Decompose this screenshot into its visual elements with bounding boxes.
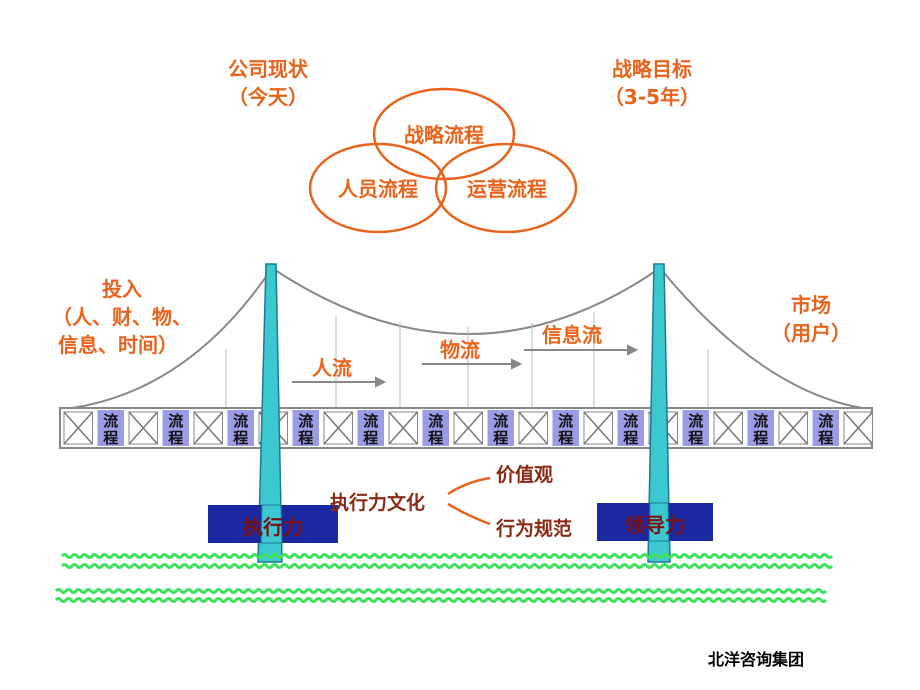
venn-circle-operations	[434, 142, 578, 234]
process-cell-bottom: 程	[818, 429, 833, 447]
process-cell: 流程	[812, 410, 839, 447]
process-cell: 流程	[487, 410, 514, 447]
input-title: 投入	[102, 277, 142, 301]
process-cell-top: 流	[168, 412, 183, 430]
deck-cross-brace	[713, 411, 744, 445]
deck-cross-brace	[843, 411, 874, 445]
process-cell-top: 流	[363, 412, 378, 430]
market-title: 市场	[791, 293, 831, 317]
venn-label-strategy: 战略流程	[404, 123, 484, 147]
venn-label-people: 人员流程	[338, 177, 418, 201]
process-cell-top: 流	[493, 412, 508, 430]
process-cell: 流程	[357, 410, 384, 447]
deck-cross-brace	[453, 411, 484, 445]
process-cell-top: 流	[688, 412, 703, 430]
leadership-label: 领导力	[625, 513, 685, 537]
wave-line	[54, 597, 828, 603]
culture-branches	[447, 476, 491, 526]
process-cell-top: 流	[428, 412, 443, 430]
process-cell-top: 流	[233, 412, 248, 430]
culture-center-label: 执行力文化	[330, 492, 426, 514]
wave-line	[60, 563, 834, 569]
process-cell-bottom: 程	[103, 429, 118, 447]
culture-values-label: 价值观	[496, 464, 554, 486]
process-cell-bottom: 程	[623, 429, 638, 447]
current-state-sub: （今天）	[228, 85, 308, 109]
wave-line	[60, 553, 834, 559]
flow-label-material: 物流	[440, 338, 480, 362]
process-cell-bottom: 程	[688, 429, 703, 447]
process-cell: 流程	[292, 410, 319, 447]
right-tower	[647, 263, 671, 563]
deck-cross-brace	[778, 411, 809, 445]
deck-cross-brace	[128, 411, 159, 445]
deck-cross-brace	[518, 411, 549, 445]
process-cell: 流程	[227, 410, 254, 447]
process-cell-bottom: 程	[298, 429, 313, 447]
venn-circle-people	[308, 142, 448, 234]
execution-label: 执行力	[243, 515, 303, 539]
culture-norms-label: 行为规范	[496, 518, 573, 540]
process-cell-top: 流	[103, 412, 118, 430]
flow-label-people: 人流	[312, 356, 352, 380]
process-cell-bottom: 程	[428, 429, 443, 447]
deck-cross-brace	[583, 411, 614, 445]
hangers	[225, 312, 709, 408]
process-cell-bottom: 程	[363, 429, 378, 447]
process-cell-top: 流	[818, 412, 833, 430]
input-line2: （人、财、物、	[52, 305, 192, 329]
flow-label-info: 信息流	[542, 323, 602, 347]
process-cell: 流程	[747, 410, 774, 447]
process-cell-bottom: 程	[558, 429, 573, 447]
flow-arrows	[292, 344, 639, 388]
strategic-goal-title: 战略目标	[612, 57, 692, 81]
deck-cross-brace	[193, 411, 224, 445]
process-cell-bottom: 程	[233, 429, 248, 447]
input-line3: 信息、时间）	[58, 333, 178, 357]
process-cell-bottom: 程	[753, 429, 768, 447]
left-tower	[257, 263, 283, 563]
wave-line	[54, 588, 828, 594]
process-cell-top: 流	[623, 412, 638, 430]
process-cell: 流程	[97, 410, 124, 447]
deck-cross-brace	[388, 411, 419, 445]
strategic-goal-sub: （3-5年）	[603, 85, 701, 109]
process-cell-bottom: 程	[493, 429, 508, 447]
process-cell: 流程	[422, 410, 449, 447]
venn-label-operations: 运营流程	[467, 177, 547, 201]
process-cell: 流程	[552, 410, 579, 447]
deck-cross-brace	[323, 411, 354, 445]
process-cell-bottom: 程	[168, 429, 183, 447]
process-cell-top: 流	[558, 412, 573, 430]
water-waves	[54, 553, 834, 603]
process-cell: 流程	[617, 410, 644, 447]
process-cell-top: 流	[298, 412, 313, 430]
process-cell: 流程	[682, 410, 709, 447]
current-state-title: 公司现状	[228, 57, 308, 81]
deck-cross-brace	[63, 411, 94, 445]
footer-company: 北洋咨询集团	[708, 650, 805, 669]
process-cell: 流程	[162, 410, 189, 447]
market-sub: （用户）	[771, 321, 851, 345]
process-cell-top: 流	[753, 412, 768, 430]
